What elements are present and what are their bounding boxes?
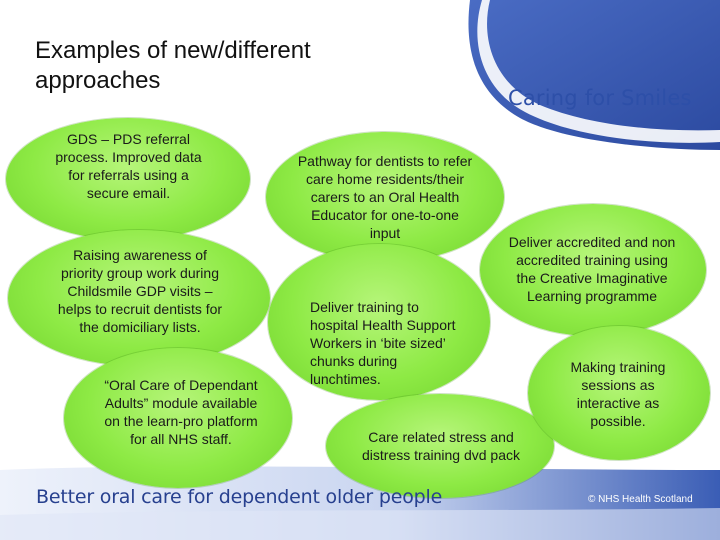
bubble-learn-pro-module [64, 348, 292, 488]
footer-band-shade [0, 508, 720, 540]
bubble-text: Deliver training to hospital Health Supp… [310, 299, 456, 387]
header-swoosh-highlight [477, 0, 720, 143]
bubble-text: Making training sessions as interactive … [570, 359, 666, 429]
footer-tagline: Better oral care for dependent older peo… [36, 486, 443, 508]
bubble-interactive-sessions [528, 326, 710, 460]
bubble-text: “Oral Care of Dependant Adults” module a… [104, 377, 258, 447]
bubble-text: Deliver accredited and non accredited tr… [508, 234, 676, 304]
bubble-accredited-training [480, 204, 706, 336]
bubble-text: GDS – PDS referral process. Improved dat… [55, 131, 202, 201]
brand-logo-text: Caring for Smiles [508, 86, 692, 110]
page-title: Examples of new/different approaches [35, 37, 311, 94]
bubble-gds-referral [6, 118, 250, 240]
bubble-stress-dvd [326, 394, 554, 498]
bubble-text: Raising awareness of priority group work… [57, 247, 223, 335]
bubble-pathway-referral [266, 132, 504, 262]
bubble-text: Care related stress and distress trainin… [362, 429, 520, 463]
bubble-text: Pathway for dentists to refer care home … [297, 153, 473, 241]
bubble-raising-awareness [8, 230, 270, 366]
copyright-notice: © NHS Health Scotland [588, 494, 693, 505]
bubble-hospital-training [268, 244, 490, 400]
